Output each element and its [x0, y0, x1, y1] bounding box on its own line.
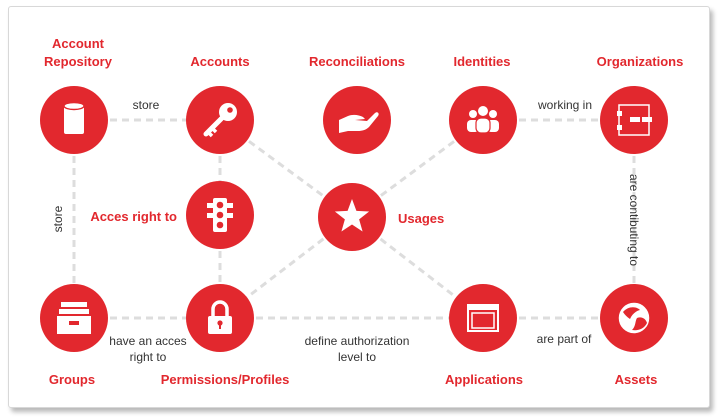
hand-icon — [339, 112, 379, 133]
node-usages: Usages — [318, 183, 444, 251]
node-title-line: Permissions/Profiles — [161, 372, 290, 387]
node-circle — [323, 86, 391, 154]
edge-label-organizations-to-assets: are contibuting to — [627, 174, 641, 266]
node-circle — [449, 284, 517, 352]
edge-label-line: level to — [338, 350, 376, 364]
node-title-line: Applications — [445, 372, 523, 387]
node-title-line: Account — [52, 36, 105, 51]
node-permissions-profiles: Permissions/Profiles — [161, 284, 290, 387]
star-icon — [334, 199, 370, 232]
traffic-light-icon — [207, 198, 233, 232]
node-title-line: Repository — [44, 54, 113, 69]
node-acces-right-to: Acces right to — [90, 181, 254, 249]
edge-label-applications-to-assets: are part of — [537, 332, 592, 346]
node-applications: Applications — [445, 284, 523, 387]
lock-icon — [208, 300, 232, 334]
edge-label-line: working in — [537, 98, 592, 112]
node-title-line: Usages — [398, 211, 444, 226]
node-title-acces-right-to: Acces right to — [90, 209, 177, 224]
node-title-identities: Identities — [453, 54, 510, 69]
node-title-line: Reconciliations — [309, 54, 405, 69]
edge-label-groups-to-permissions-profiles: have an acces right to — [109, 334, 186, 364]
node-title-line: Acces right to — [90, 209, 177, 224]
node-title-applications: Applications — [445, 372, 523, 387]
edge-label-line: are part of — [537, 332, 592, 346]
database-icon — [63, 101, 85, 134]
node-title-permissions-profiles: Permissions/Profiles — [161, 372, 290, 387]
node-title-usages: Usages — [398, 211, 444, 226]
node-title-assets: Assets — [615, 372, 658, 387]
node-title-line: Identities — [453, 54, 510, 69]
node-title-line: Accounts — [190, 54, 249, 69]
node-title-line: Groups — [49, 372, 95, 387]
edge-label-line: are contibuting to — [627, 174, 641, 266]
node-assets: Assets — [600, 284, 668, 387]
edge-label-identities-to-organizations: working in — [537, 98, 592, 112]
window-icon — [467, 304, 499, 332]
edge-label-line: right to — [130, 350, 167, 364]
node-title-groups: Groups — [49, 372, 95, 387]
edge-label-line: store — [51, 205, 65, 232]
people-icon — [467, 106, 499, 134]
edge-label-line: have an acces — [109, 334, 186, 348]
key-icon — [203, 103, 237, 138]
edge-label-line: store — [133, 98, 160, 112]
node-accounts: Accounts — [186, 54, 254, 154]
node-title-organizations: Organizations — [597, 54, 684, 69]
node-reconciliations: Reconciliations — [309, 54, 405, 154]
node-title-line: Assets — [615, 372, 658, 387]
edge-label-account-repository-to-accounts: store — [133, 98, 160, 112]
node-organizations: Organizations — [597, 54, 684, 154]
edge-label-line: define authorization — [305, 334, 410, 348]
node-title-reconciliations: Reconciliations — [309, 54, 405, 69]
node-identities: Identities — [449, 54, 517, 154]
org-chart-icon — [617, 104, 652, 136]
node-title-accounts: Accounts — [190, 54, 249, 69]
globe-icon — [617, 301, 651, 335]
edge-label-permissions-profiles-to-applications: define authorization level to — [305, 334, 410, 364]
node-title-line: Organizations — [597, 54, 684, 69]
node-groups: Groups — [40, 284, 108, 387]
edge-label-account-repository-to-groups: store — [51, 205, 65, 232]
filing-cabinet-icon — [57, 302, 91, 334]
